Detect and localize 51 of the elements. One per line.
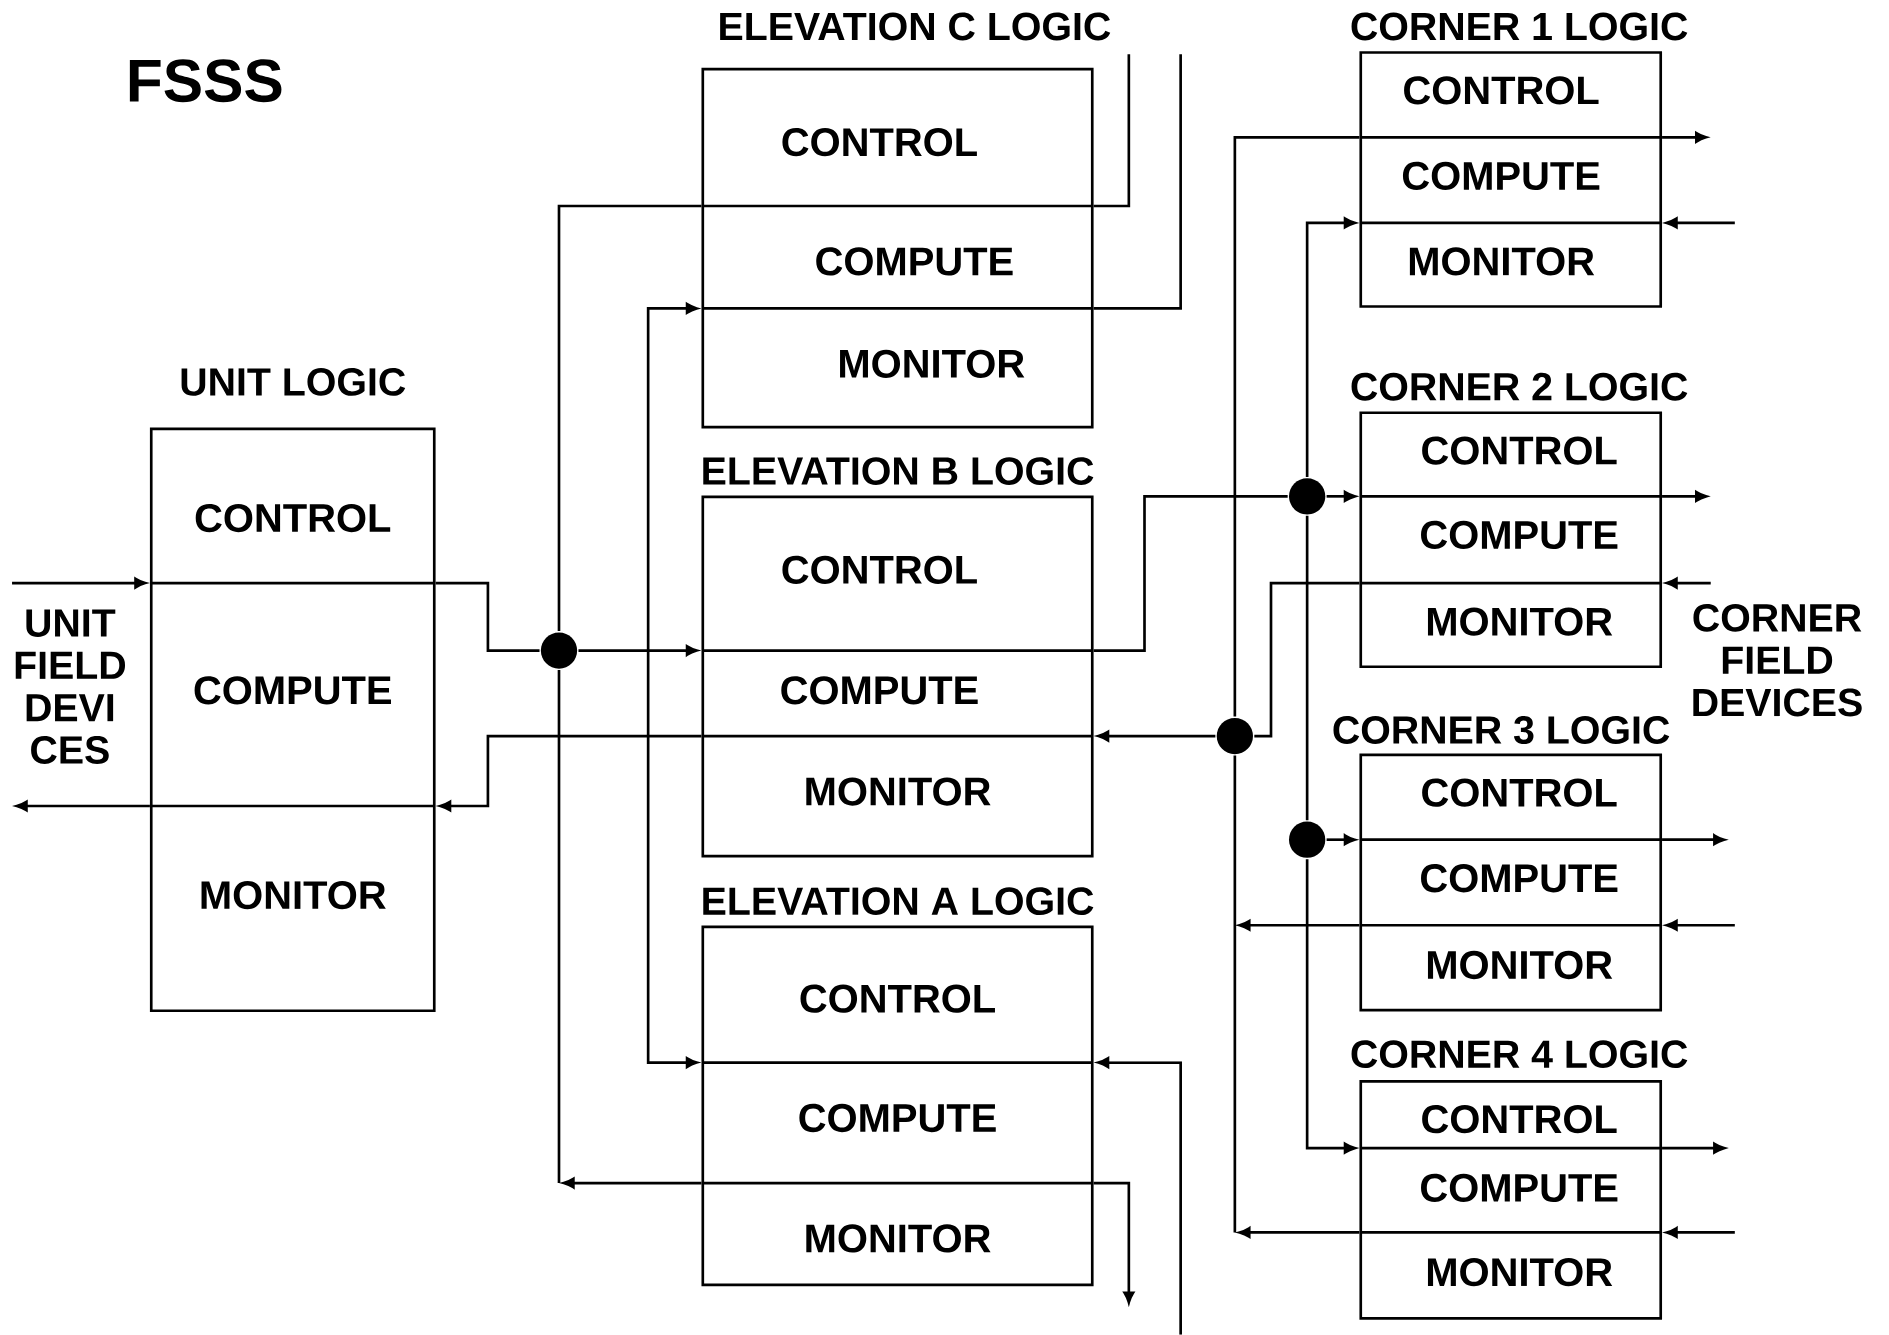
diagram-title: FSSS (129, 59, 282, 103)
block-title: ELEVATION A LOGIC (703, 887, 1094, 916)
connector-line (1093, 54, 1182, 310)
arrow (1665, 217, 1735, 229)
connector-line (557, 670, 561, 1184)
block-title: CORNER 3 LOGIC (1333, 716, 1670, 745)
arrow (1665, 919, 1735, 931)
node-label: MONITOR (201, 881, 386, 910)
arrow (12, 577, 147, 589)
logic-block: CONTROL COMPUTE MONITOR (701, 67, 1094, 429)
block-title: ELEVATION B LOGIC (703, 457, 1094, 486)
arrow (1305, 217, 1356, 477)
connector-line (435, 581, 540, 652)
connector-line (1305, 515, 1309, 821)
logic-block: CONTROL COMPUTE MONITOR (149, 427, 436, 1013)
logic-block: CONTROL COMPUTE MONITOR (1359, 1080, 1663, 1320)
arrow (562, 1177, 702, 1189)
junction-dot (1289, 478, 1326, 515)
logic-block: CONTROL COMPUTE MONITOR (1359, 753, 1663, 1012)
logic-block: CONTROL COMPUTE MONITOR (701, 925, 1094, 1287)
connector-line (1233, 136, 1360, 717)
arrow (1662, 490, 1708, 502)
block-title: CORNER 1 LOGIC (1351, 12, 1688, 41)
junction-dot (1289, 821, 1326, 858)
logic-block: CONTROL COMPUTE MONITOR (1359, 411, 1663, 669)
junction-dot (540, 632, 578, 669)
arrow (1662, 834, 1726, 846)
logic-block: CONTROL COMPUTE MONITOR (1359, 51, 1663, 308)
block-title: CORNER 4 LOGIC (1351, 1040, 1688, 1069)
arrow (1305, 859, 1356, 1154)
connector-line (1093, 495, 1288, 652)
connector-line (557, 204, 702, 632)
arrow (1665, 577, 1711, 589)
arrow (1662, 1142, 1726, 1154)
arrow (439, 734, 702, 812)
junction-dot (1216, 718, 1253, 755)
arrow (15, 800, 150, 812)
field-devices-label: UNIT FIELD DEVI CES (15, 609, 125, 764)
node-label: CONTROL (195, 503, 391, 533)
arrow (1238, 919, 1360, 931)
block-title: CORNER 2 LOGIC (1351, 372, 1688, 401)
block-title: UNIT LOGIC (181, 368, 406, 396)
connector-line (1254, 581, 1360, 738)
field-devices-label: CORNER FIELD DEVICES (1693, 604, 1862, 717)
arrow (1662, 131, 1708, 143)
connector-line (1093, 54, 1131, 208)
block-title: ELEVATION C LOGIC (720, 12, 1111, 41)
node-label: COMPUTE (194, 676, 391, 705)
arrow (1097, 730, 1216, 742)
connector-line (1233, 755, 1237, 1233)
logic-block: CONTROL COMPUTE MONITOR (701, 495, 1094, 858)
